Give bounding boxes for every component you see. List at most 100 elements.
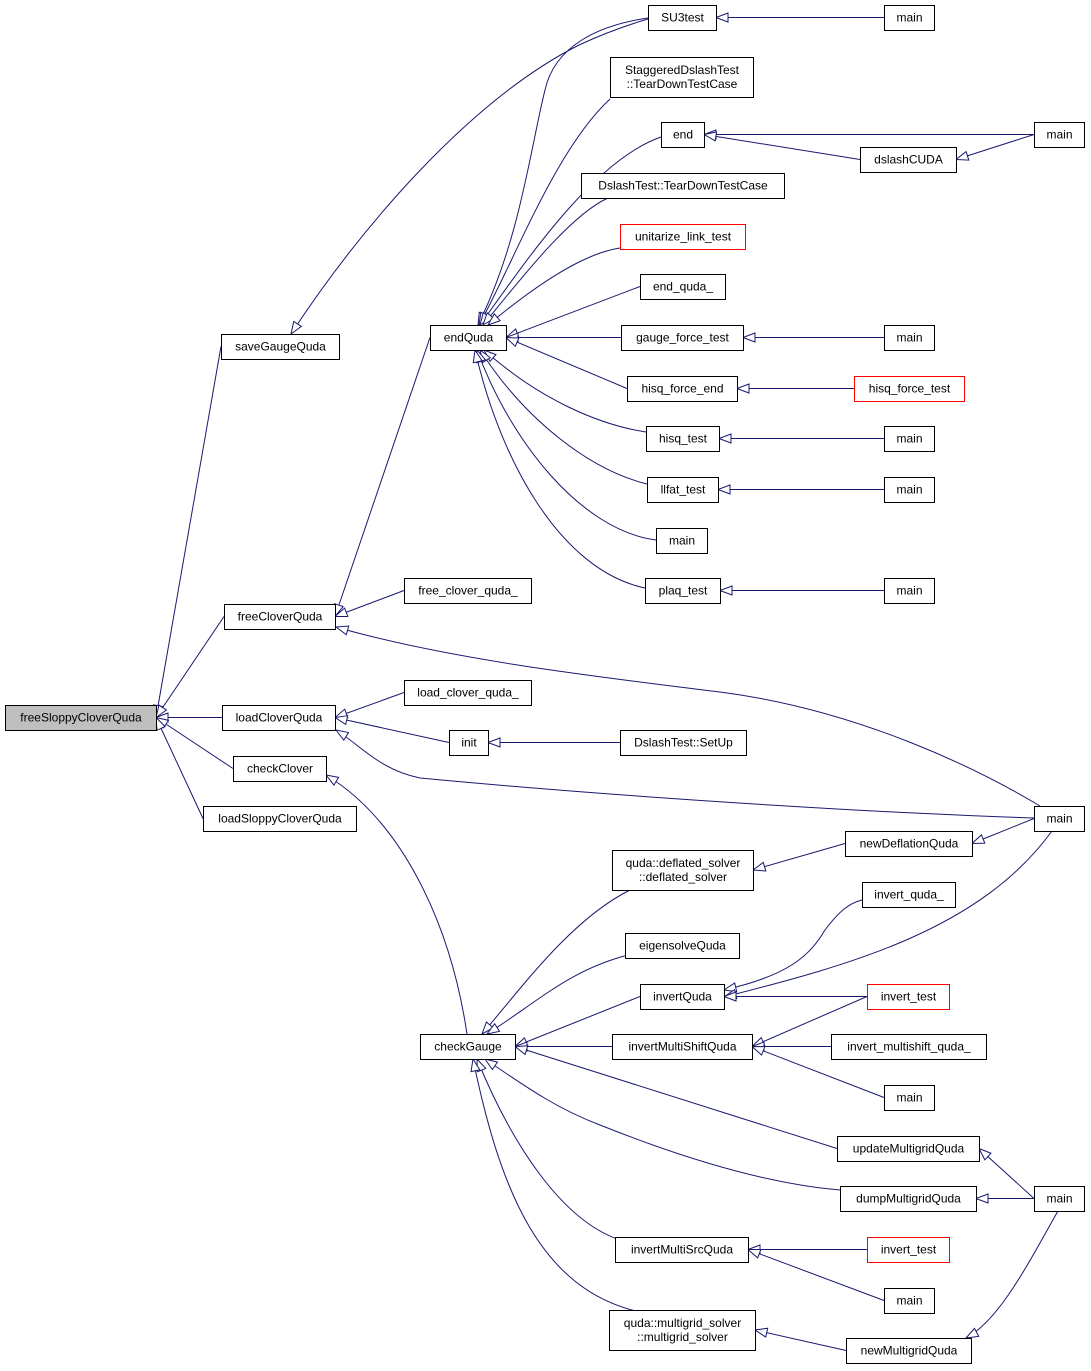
node-su3test[interactable]: SU3test bbox=[648, 5, 717, 31]
node-invert-multishift-quda[interactable]: invert_multishift_quda_ bbox=[831, 1034, 987, 1060]
node-main[interactable]: main bbox=[1034, 1186, 1085, 1212]
arrowhead bbox=[974, 1193, 989, 1204]
edge-n4-n32 bbox=[325, 774, 468, 1035]
node-box bbox=[612, 850, 754, 891]
node-plaq-test[interactable]: plaq_test bbox=[645, 578, 721, 604]
node-dslashcuda[interactable]: dslashCUDA bbox=[860, 147, 957, 173]
arrowhead bbox=[155, 704, 168, 719]
node-main[interactable]: main bbox=[1034, 806, 1085, 832]
node-init[interactable]: init bbox=[449, 730, 489, 756]
node-invertmultisrcquda[interactable]: invertMultiSrcQuda bbox=[615, 1237, 749, 1263]
node-main[interactable]: main bbox=[884, 1085, 935, 1111]
node-main[interactable]: main bbox=[656, 528, 708, 554]
node-label: invert_quda_ bbox=[874, 888, 944, 902]
arrowhead bbox=[746, 1249, 762, 1259]
node-label: unitarize_link_test bbox=[635, 230, 732, 244]
arrowhead bbox=[485, 1022, 501, 1035]
node-load-clover-quda[interactable]: load_clover_quda_ bbox=[404, 680, 532, 706]
node-box bbox=[884, 5, 935, 31]
node-label: free_clover_quda_ bbox=[418, 584, 518, 598]
node-box bbox=[846, 1338, 972, 1364]
node-newdeflationquda[interactable]: newDeflationQuda bbox=[845, 831, 973, 857]
node-main[interactable]: main bbox=[884, 578, 935, 604]
node-box bbox=[203, 806, 357, 832]
edge-n33-n34 bbox=[752, 843, 846, 871]
node-end-quda[interactable]: end_quda_ bbox=[640, 274, 726, 300]
node-hisq-force-end[interactable]: hisq_force_end bbox=[627, 376, 738, 402]
node-invert-test[interactable]: invert_test bbox=[867, 1237, 950, 1263]
edge-n0-n2 bbox=[155, 616, 225, 718]
node-hisq-test[interactable]: hisq_test bbox=[646, 426, 720, 452]
edge-n2-n8 bbox=[334, 337, 431, 617]
node-llfat-test[interactable]: llfat_test bbox=[647, 477, 719, 503]
node-eigensolvequda[interactable]: eigensolveQuda bbox=[625, 933, 740, 959]
node-staggereddslashtest-teardowntestcase[interactable]: StaggeredDslashTest::TearDownTestCase bbox=[610, 57, 754, 98]
node-quda-multigrid-solver-multigrid-solver[interactable]: quda::multigrid_solver::multigrid_solver bbox=[609, 1310, 756, 1351]
arrowhead bbox=[735, 383, 750, 394]
arrowhead bbox=[964, 1327, 980, 1339]
node-main[interactable]: main bbox=[884, 477, 935, 503]
node-updatemultigridquda[interactable]: updateMultigridQuda bbox=[837, 1136, 980, 1162]
node-unitarize-link-test[interactable]: unitarize_link_test bbox=[620, 224, 746, 250]
node-label: checkGauge bbox=[434, 1040, 502, 1054]
node-label: updateMultigridQuda bbox=[853, 1142, 965, 1156]
node-main[interactable]: main bbox=[884, 1288, 935, 1314]
node-dslashtest-teardowntestcase[interactable]: DslashTest::TearDownTestCase bbox=[581, 173, 785, 199]
node-invertquda[interactable]: invertQuda bbox=[640, 984, 725, 1010]
node-invert-quda[interactable]: invert_quda_ bbox=[862, 882, 956, 908]
node-label: hisq_test bbox=[659, 432, 708, 446]
arrowhead bbox=[333, 607, 349, 618]
node-endquda[interactable]: endQuda bbox=[430, 325, 507, 351]
node-dslashtest-setup[interactable]: DslashTest::SetUp bbox=[620, 730, 747, 756]
node-savegaugequda[interactable]: saveGaugeQuda bbox=[221, 334, 340, 360]
node-main[interactable]: main bbox=[884, 5, 935, 31]
node-main[interactable]: main bbox=[884, 325, 935, 351]
arrowhead bbox=[513, 1045, 529, 1056]
node-checkclover[interactable]: checkClover bbox=[233, 756, 327, 782]
node-main[interactable]: main bbox=[884, 426, 935, 452]
node-loadcloverquda[interactable]: loadCloverQuda bbox=[222, 705, 336, 731]
arrowhead bbox=[718, 585, 733, 596]
edge-layer bbox=[153, 12, 1059, 1351]
node-box bbox=[610, 57, 754, 98]
edge-n48-n49 bbox=[754, 1329, 847, 1351]
node-invert-test[interactable]: invert_test bbox=[867, 984, 950, 1010]
edge-n0-n5 bbox=[155, 717, 204, 819]
node-main[interactable]: main bbox=[1034, 122, 1085, 148]
arrowhead bbox=[486, 312, 501, 326]
arrowhead bbox=[472, 348, 483, 364]
node-newmultigridquda[interactable]: newMultigridQuda bbox=[846, 1338, 972, 1364]
node-freecloverquda[interactable]: freeCloverQuda bbox=[224, 604, 336, 630]
node-freesloppycloverquda[interactable]: freeSloppyCloverQuda bbox=[5, 705, 157, 731]
node-label: freeCloverQuda bbox=[238, 610, 323, 624]
edge-n8-n20 bbox=[483, 349, 647, 433]
node-box bbox=[404, 578, 532, 604]
arrowhead bbox=[714, 12, 729, 23]
edge-n8-n22 bbox=[479, 349, 648, 485]
node-dumpmultigridquda[interactable]: dumpMultigridQuda bbox=[840, 1186, 977, 1212]
edge-n8-n10 bbox=[479, 136, 662, 326]
node-loadsloppycloverquda[interactable]: loadSloppyCloverQuda bbox=[203, 806, 357, 832]
node-quda-deflated-solver-deflated-solver[interactable]: quda::deflated_solver::deflated_solver bbox=[612, 850, 754, 891]
node-hisq-force-test[interactable]: hisq_force_test bbox=[854, 376, 965, 402]
node-checkgauge[interactable]: checkGauge bbox=[420, 1034, 516, 1060]
node-box bbox=[884, 578, 935, 604]
node-gauge-force-test[interactable]: gauge_force_test bbox=[621, 325, 744, 351]
node-box bbox=[884, 477, 935, 503]
node-free-clover-quda[interactable]: free_clover_quda_ bbox=[404, 578, 532, 604]
arrowhead bbox=[970, 833, 986, 845]
arrowhead bbox=[977, 1147, 992, 1161]
node-box bbox=[831, 1034, 987, 1060]
arrowhead bbox=[954, 150, 970, 161]
node-end[interactable]: end bbox=[661, 122, 705, 148]
edge-n39-n38 bbox=[751, 996, 868, 1047]
edge-n3-n31 bbox=[335, 729, 1035, 819]
node-box bbox=[845, 831, 973, 857]
arrowhead bbox=[470, 1057, 481, 1073]
node-box bbox=[867, 1237, 950, 1263]
node-label: invertMultiSrcQuda bbox=[631, 1243, 733, 1257]
node-box bbox=[862, 882, 956, 908]
node-box bbox=[640, 274, 726, 300]
node-invertmultishiftquda[interactable]: invertMultiShiftQuda bbox=[612, 1034, 753, 1060]
node-box bbox=[621, 325, 744, 351]
